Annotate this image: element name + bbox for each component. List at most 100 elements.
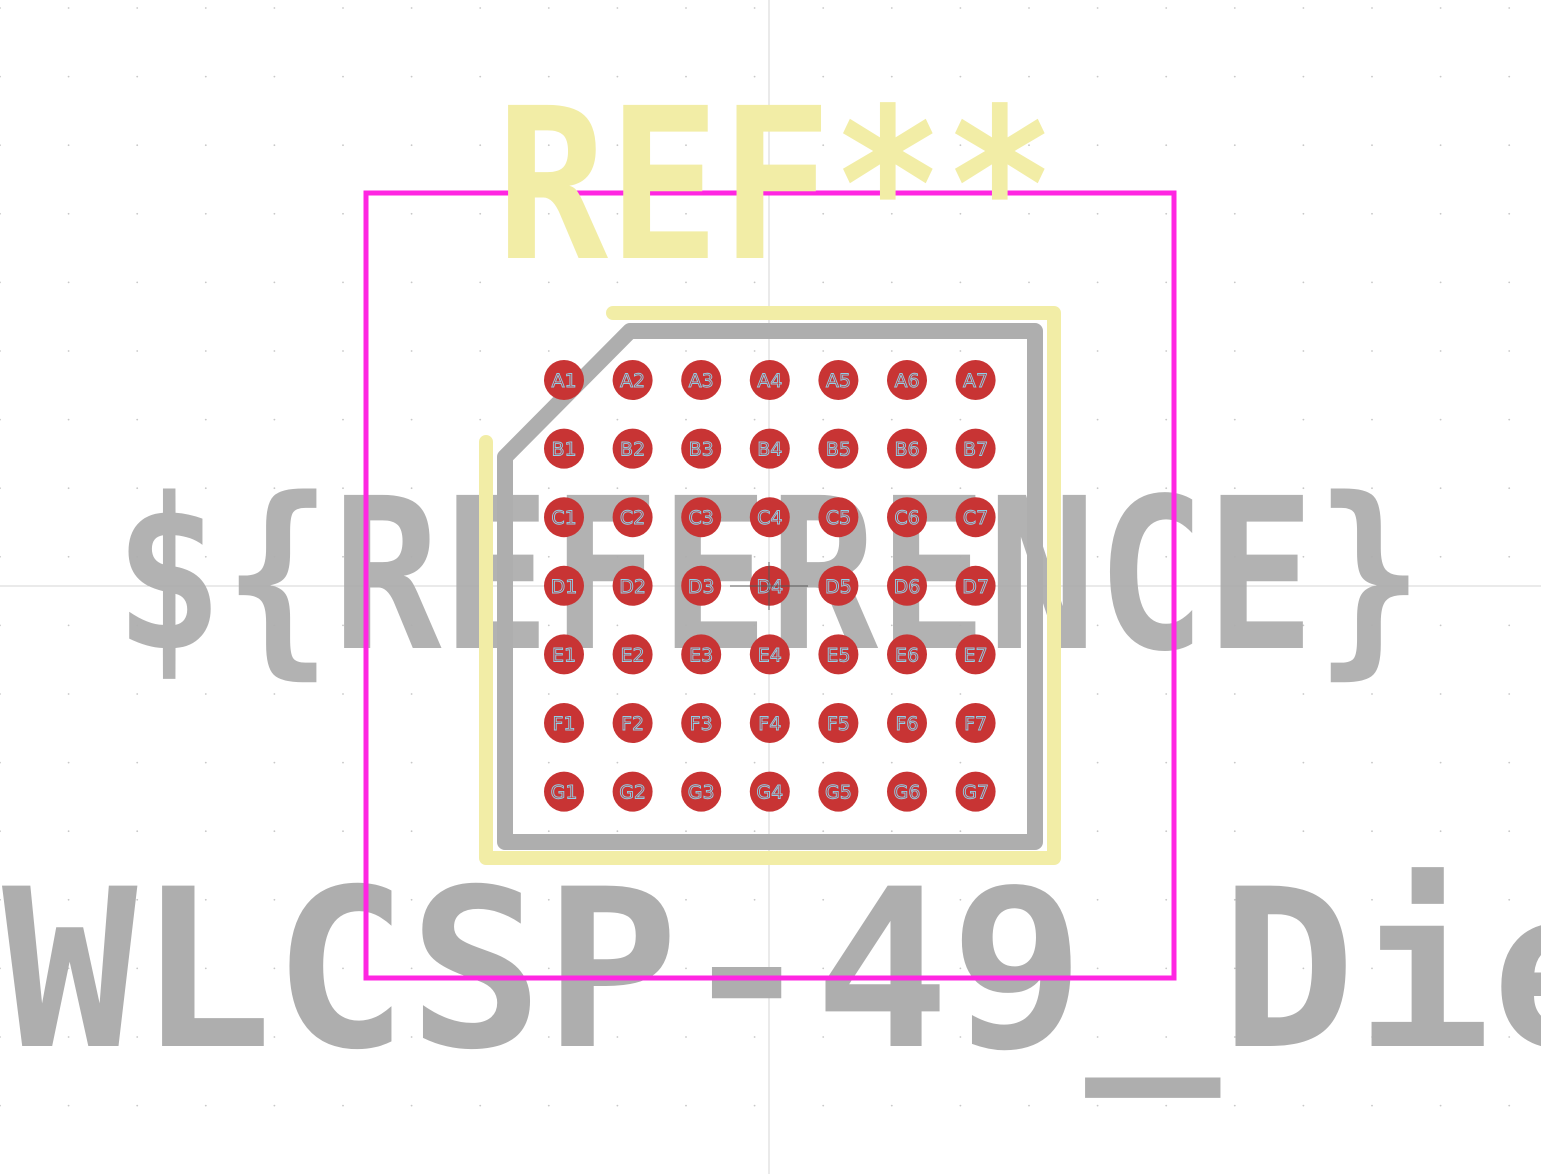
pad-label: A4	[757, 370, 782, 392]
pad-circle	[544, 771, 584, 812]
pad[interactable]: D1	[544, 565, 584, 606]
pad[interactable]: C5	[818, 497, 859, 538]
pad[interactable]: A7	[955, 360, 996, 400]
pad-circle	[681, 703, 722, 743]
pad-circle	[818, 497, 859, 538]
pad[interactable]: B6	[887, 428, 927, 469]
pad[interactable]: E2	[612, 634, 653, 675]
pad-label: C6	[894, 507, 919, 529]
pad-label: B5	[826, 439, 851, 461]
pad[interactable]: F3	[681, 703, 722, 743]
pad-label: B3	[689, 439, 714, 461]
pad-circle	[612, 565, 653, 606]
pad[interactable]: E7	[955, 634, 996, 675]
pad[interactable]: B7	[955, 428, 996, 469]
pad-label: A3	[689, 370, 714, 392]
pad-circle	[818, 360, 859, 400]
pad-label: D6	[894, 576, 921, 598]
pad[interactable]: B2	[612, 428, 653, 469]
pad[interactable]: B5	[818, 428, 859, 469]
pad[interactable]: F6	[887, 703, 927, 743]
pad-label: C7	[963, 507, 988, 529]
pad[interactable]: A3	[681, 360, 722, 400]
pad-label: B6	[894, 439, 919, 461]
pad-circle	[749, 771, 790, 812]
pad-circle	[749, 634, 790, 675]
pad[interactable]: E3	[681, 634, 722, 675]
pad[interactable]: D7	[955, 565, 996, 606]
pad[interactable]: E4	[749, 634, 790, 675]
pad[interactable]: C6	[887, 497, 927, 538]
pad-label: E6	[895, 644, 919, 666]
pad[interactable]: D5	[818, 565, 859, 606]
pad[interactable]: E5	[818, 634, 859, 675]
pad[interactable]: C2	[612, 497, 653, 538]
pad-circle	[612, 497, 653, 538]
pad-circle	[887, 497, 927, 538]
pad[interactable]: C7	[955, 497, 996, 538]
pad-label: B1	[551, 439, 576, 461]
pad[interactable]: F1	[544, 703, 584, 743]
pad[interactable]: C4	[749, 497, 790, 538]
pad[interactable]: B1	[544, 428, 584, 469]
pad-circle	[749, 703, 790, 743]
pad[interactable]: A4	[749, 360, 790, 400]
pad[interactable]: E6	[887, 634, 927, 675]
pad[interactable]: E1	[544, 634, 584, 675]
footprint-name-text[interactable]: WLCSP-49_Die4	[2, 842, 1541, 1098]
pad[interactable]: G5	[818, 771, 859, 812]
pad-label: C4	[757, 507, 782, 529]
pad[interactable]: G2	[612, 771, 653, 812]
pad-circle	[612, 428, 653, 469]
pad-label: F1	[552, 713, 575, 735]
pad[interactable]: G7	[955, 771, 996, 812]
pad[interactable]: D6	[887, 565, 927, 606]
pad-circle	[955, 634, 996, 675]
pad-circle	[544, 634, 584, 675]
pad[interactable]: C1	[544, 497, 584, 538]
silkscreen-outline	[479, 306, 1061, 865]
pad-circle	[749, 497, 790, 538]
pad-label: D4	[756, 576, 783, 598]
pad[interactable]: A6	[887, 360, 927, 400]
pad-circle	[612, 703, 653, 743]
pad-circle	[887, 634, 927, 675]
pad[interactable]: D3	[681, 565, 722, 606]
pad-label: A2	[620, 370, 645, 392]
pad[interactable]: B4	[749, 428, 790, 469]
pad-circle	[681, 565, 722, 606]
pad-label: D2	[619, 576, 646, 598]
pad[interactable]: F7	[955, 703, 996, 743]
pad[interactable]: F2	[612, 703, 653, 743]
pad-label: F2	[621, 713, 644, 735]
pad-label: E3	[689, 644, 713, 666]
courtyard-outline	[363, 190, 1177, 981]
pad[interactable]: D2	[612, 565, 653, 606]
pad[interactable]: A1	[544, 360, 584, 400]
pad[interactable]: C3	[681, 497, 722, 538]
pad[interactable]: A5	[818, 360, 859, 400]
pad[interactable]: G4	[749, 771, 790, 812]
reference-text[interactable]: REF**	[496, 63, 1056, 308]
pad[interactable]: G1	[544, 771, 584, 812]
pad-label: D3	[688, 576, 715, 598]
pad-label: G6	[894, 782, 921, 804]
pad-circle	[681, 497, 722, 538]
anchor-crosshair	[730, 562, 808, 610]
pad[interactable]: B3	[681, 428, 722, 469]
pad[interactable]: F5	[818, 703, 859, 743]
pad[interactable]: G3	[681, 771, 722, 812]
pad-label: F3	[690, 713, 713, 735]
pad-circle	[887, 703, 927, 743]
pad[interactable]: F4	[749, 703, 790, 743]
pad-label: E4	[758, 644, 782, 666]
pad[interactable]: G6	[887, 771, 927, 812]
pad-circle	[955, 771, 996, 812]
pad[interactable]: A2	[612, 360, 653, 400]
pad-label: E2	[621, 644, 645, 666]
pad-circle	[681, 360, 722, 400]
pad-circle	[612, 360, 653, 400]
pad-circle	[955, 360, 996, 400]
pad-label: A6	[894, 370, 919, 392]
